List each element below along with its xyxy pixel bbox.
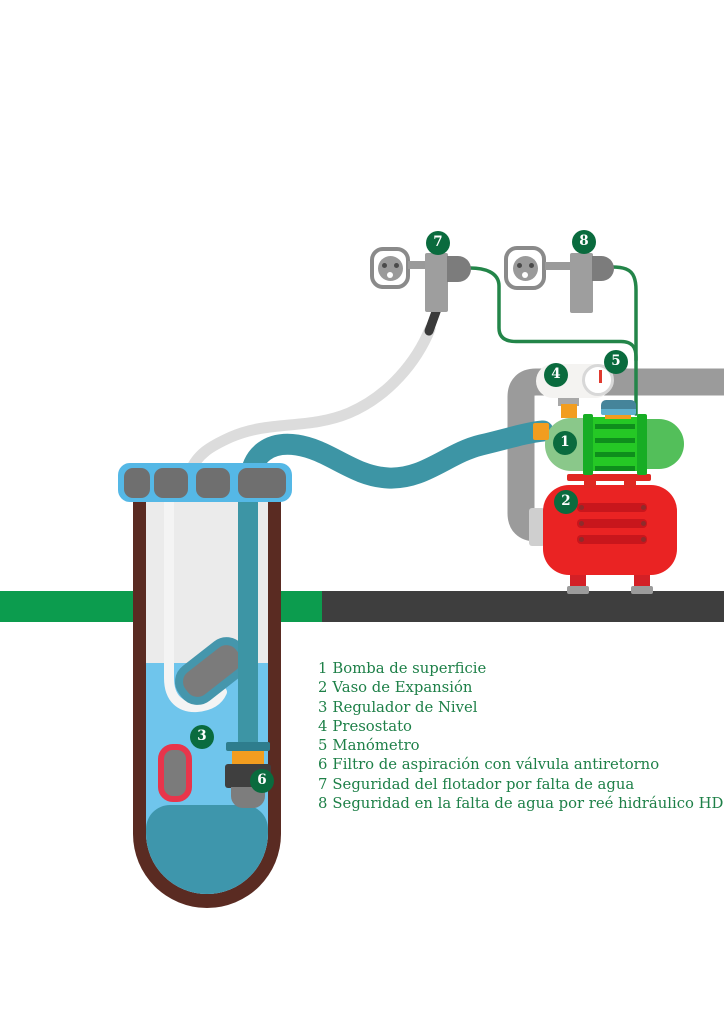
legend-item-number: 4: [318, 717, 328, 735]
vessel-foot-left: [567, 586, 589, 594]
motor-fin: [595, 452, 635, 457]
legend-item-label: Bomba de superficie: [332, 660, 487, 677]
terminal-box-upper: [601, 400, 636, 409]
pump-body-right: [644, 419, 684, 469]
badge-5-manometer: 5: [604, 350, 628, 374]
legend-item-label: Regulador de Nivel: [332, 698, 478, 716]
vessel-bolt: [641, 505, 646, 510]
manometer: [582, 364, 614, 396]
vessel-band: [577, 519, 647, 528]
cap-slot: [196, 468, 230, 498]
well-drop-pipe: [238, 468, 258, 745]
cap-slot: [154, 468, 188, 498]
legend-item-label: Manómetro: [332, 737, 420, 755]
pump-bracket-tab: [584, 479, 596, 488]
legend-item-number: 7: [318, 775, 328, 793]
legend-item-number: 5: [318, 737, 328, 755]
plug8-pins: [545, 262, 570, 270]
legend-item-number: 3: [318, 698, 328, 716]
terminal-base-orange: [605, 412, 631, 419]
socket-pin-hole: [516, 262, 522, 268]
pump-flange-left: [583, 414, 593, 475]
terminal-box-lower: [601, 407, 636, 415]
badge-8-hds-safety: 8: [572, 230, 596, 254]
plug8-body: [570, 253, 593, 313]
cap-slot: [238, 468, 286, 498]
filter-collar-orange: [232, 751, 264, 764]
badge-3-level-regulator: 3: [190, 725, 214, 749]
floor-strip: [322, 591, 724, 622]
legend-item-number: 6: [318, 756, 328, 774]
pump-flange-right: [637, 414, 647, 475]
wall-socket-7: [370, 247, 410, 289]
vessel-foot-right: [631, 586, 653, 594]
motor-fin: [595, 466, 635, 471]
socket-ground-pin: [522, 271, 528, 278]
badge-7-float-safety: 7: [426, 231, 450, 255]
legend-item-number: 8: [318, 795, 328, 813]
vessel-bolt: [579, 505, 584, 510]
legend-item-label: Filtro de aspiración con válvula antiret…: [332, 756, 660, 774]
legend-item-label: Vaso de Expansión: [332, 679, 473, 697]
pump-bracket-bar: [567, 474, 651, 481]
legend-item-number: 2: [318, 679, 328, 697]
plug7-body: [425, 253, 448, 312]
plug8-tip: [592, 256, 614, 281]
legend-item-label: Seguridad en la falta de agua por reé hi…: [332, 795, 724, 813]
badge-1-surface-pump: 1: [553, 431, 577, 455]
vessel-bolt: [579, 521, 584, 526]
wall-socket-8: [504, 246, 546, 290]
socket-pin-hole: [528, 262, 534, 268]
socket-pin-hole: [381, 262, 387, 268]
socket-pin-hole: [393, 262, 399, 268]
grass-strip-left: [0, 591, 133, 622]
badge-6-suction-filter: 6: [250, 769, 274, 793]
vessel-bolt: [641, 521, 646, 526]
socket-face: [377, 255, 403, 281]
manometer-needle: [599, 370, 602, 383]
socket-face: [512, 255, 538, 281]
motor-fin: [595, 424, 635, 429]
vessel-bolt: [641, 537, 646, 542]
badge-4-presostato: 4: [544, 363, 568, 387]
presostato-fitting-orange: [561, 404, 577, 418]
legend-item-label: Seguridad del flotador por falta de agua: [332, 775, 635, 793]
motor-fin: [595, 438, 635, 443]
legend-item-number: 1: [318, 660, 328, 677]
badge-2-expansion-vessel: 2: [554, 490, 578, 514]
vessel-band: [577, 535, 647, 544]
filter-flange: [226, 742, 270, 751]
plug7-pins: [408, 261, 426, 269]
legend-item-label: Presostato: [332, 717, 412, 735]
plug7-tip: [447, 256, 471, 282]
vessel-band: [577, 503, 647, 512]
green-cable-8: [610, 265, 638, 362]
grass-strip-right: [281, 591, 322, 622]
vessel-bolt: [579, 537, 584, 542]
socket-ground-pin: [387, 271, 393, 278]
suction-fitting-orange: [533, 423, 549, 440]
counterweight: [158, 744, 192, 802]
suction-hose: [239, 420, 554, 491]
pump-bracket-tab: [624, 479, 636, 488]
filter-strainer: [231, 787, 265, 808]
plug7-cord: [424, 304, 442, 336]
well-cap: [118, 463, 292, 502]
vessel-pipe-connector: [529, 508, 545, 546]
cap-slot: [124, 468, 150, 498]
